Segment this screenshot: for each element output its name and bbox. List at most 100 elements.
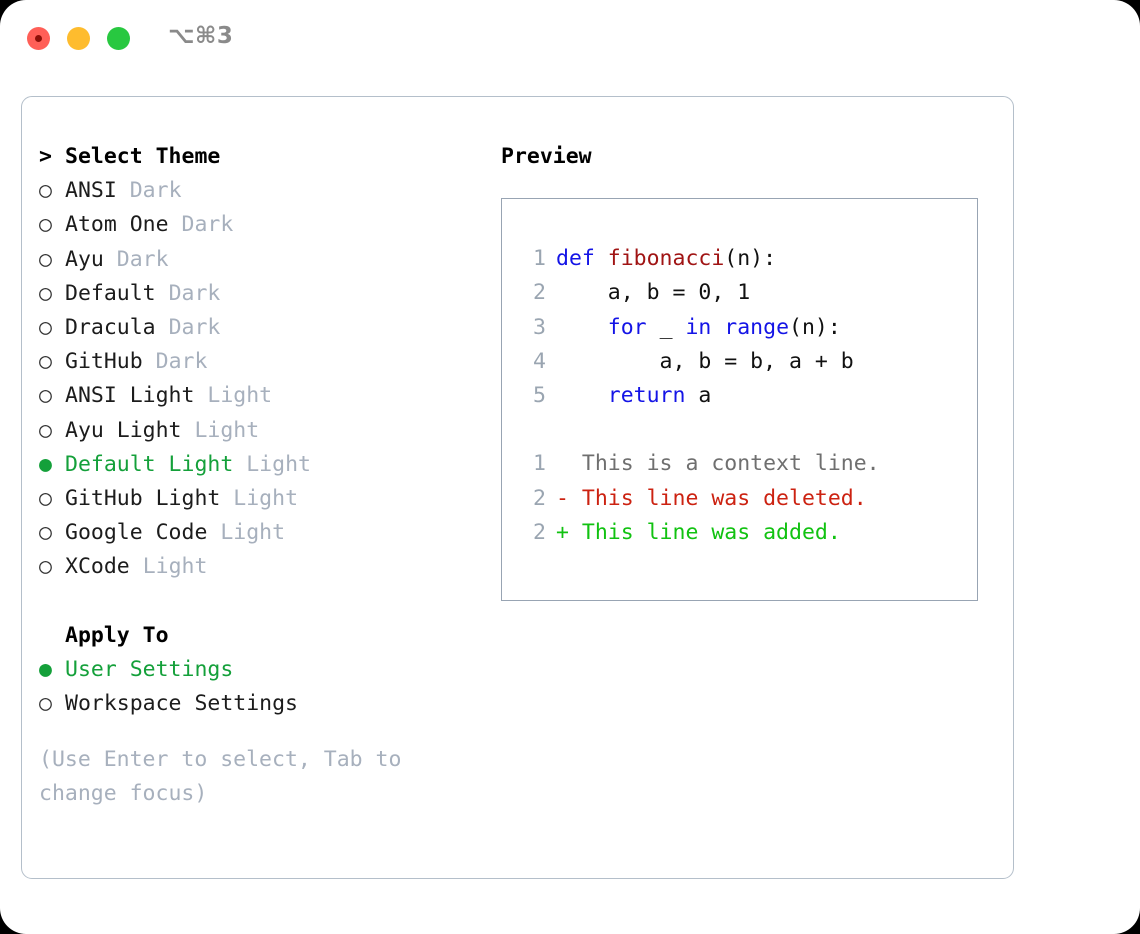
line-number: 2 [533,280,546,306]
title-bar: ⌥⌘3 [0,0,1140,78]
apply-to-item[interactable]: ○ Workspace Settings [39,687,499,721]
apply-to-header: Apply To [39,619,499,653]
radio-unselected-icon: ○ [39,280,52,306]
radio-selected-icon: ● [39,451,52,477]
line-number: 3 [533,314,546,340]
theme-name-label: Default [65,280,156,306]
radio-unselected-icon: ○ [39,246,52,272]
theme-variant-label: Light [220,520,286,546]
diff-text: This line was added. [568,519,841,545]
line-number: 2 [533,485,546,511]
code-token: _ [659,314,686,340]
radio-selected-icon: ● [39,656,52,682]
code-line: 5 return a [520,379,977,413]
apply-to-list: ● User Settings ○ Workspace Settings [39,653,499,721]
theme-name-label: Ayu Light [65,417,182,443]
theme-list-item[interactable]: ○Atom One Dark [39,208,499,242]
code-token: def [556,246,608,272]
code-token: range [724,314,790,340]
line-number: 2 [533,519,546,545]
theme-variant-label: Dark [155,349,208,375]
apply-to-label: User Settings [65,656,234,682]
theme-name-label: Dracula [65,314,156,340]
theme-list-item[interactable]: ○Ayu Dark [39,243,499,277]
radio-unselected-icon: ○ [39,212,52,238]
theme-list-item[interactable]: ○Google Code Light [39,516,499,550]
theme-name-label: Default Light [65,451,234,477]
minimize-window-button[interactable] [67,27,90,50]
prompt-caret-icon: > [39,144,52,169]
theme-list-item[interactable]: ○ Dracula Dark [39,311,499,345]
theme-name-label: Ayu [65,246,104,272]
radio-unselected-icon: ○ [39,383,52,409]
theme-variant-label: Dark [181,212,234,238]
code-token: a, b = 0, 1 [556,280,751,306]
theme-variant-label: Dark [129,178,182,204]
theme-list-item[interactable]: ○ XCode Light [39,550,499,584]
code-token: return [556,382,699,408]
theme-list-item[interactable]: ○ ANSI Dark [39,174,499,208]
code-diff-gap [520,413,977,447]
theme-list-item[interactable]: ○ANSI Light Light [39,379,499,413]
diff-line: 1 This is a context line. [520,447,977,481]
line-number: 1 [533,451,546,477]
section-spacer [39,584,499,618]
radio-unselected-icon: ○ [39,520,52,546]
radio-unselected-icon: ○ [39,417,52,443]
apply-to-label: Workspace Settings [65,691,298,716]
diff-line: 2- This line was deleted. [520,482,977,516]
theme-variant-label: Light [194,417,260,443]
diff-sign: + [556,519,569,545]
radio-unselected-icon: ○ [39,691,52,716]
radio-unselected-icon: ○ [39,178,52,204]
code-token: a [698,382,712,408]
radio-unselected-icon: ○ [39,485,52,511]
code-line: 3 for _ in range(n): [520,311,977,345]
theme-variant-label: Light [246,451,311,477]
theme-list-item[interactable]: ○ GitHub Dark [39,345,499,379]
diff-line: 2 + This line was added. [520,516,977,550]
radio-unselected-icon: ○ [39,314,52,340]
main-panel: >Select Theme ○ANSI Dark○Atom One Dark○A… [21,96,1014,879]
theme-variant-label: Light [233,485,299,511]
code-token: fibonacci [607,246,725,272]
theme-list-item[interactable]: ○ GitHub Light Light [39,482,499,516]
theme-variant-label: Dark [168,280,221,306]
diff-sign [556,451,569,476]
line-number: 4 [533,348,546,374]
line-number: 1 [533,246,546,272]
keyboard-hint-text: (Use Enter to select, Tab to change focu… [39,747,402,807]
code-token: for [556,314,660,340]
theme-variant-label: Light [142,554,208,580]
radio-unselected-icon: ○ [39,349,52,375]
theme-variant-label: Dark [168,314,221,340]
theme-name-label: XCode [65,554,130,580]
code-token: (n): [724,246,777,272]
diff-text: This line was deleted. [568,485,867,511]
radio-unselected-icon: ○ [39,554,52,580]
apply-to-item[interactable]: ● User Settings [39,653,499,687]
theme-name-label: GitHub [65,349,143,375]
code-token: a, b = b, a + b [556,348,854,374]
theme-name-label: GitHub Light [65,485,221,511]
theme-selector-column: >Select Theme ○ANSI Dark○Atom One Dark○A… [39,140,499,812]
close-window-button[interactable] [27,27,50,50]
theme-name-label: ANSI [65,178,117,204]
theme-list-item[interactable]: ○ Ayu Light Light [39,414,499,448]
diff-text: This is a context line. [568,451,880,477]
theme-list-item[interactable]: ○ Default Dark [39,277,499,311]
preview-title: Preview [501,144,592,169]
keyboard-shortcut-label: ⌥⌘3 [168,23,234,49]
code-token: in [685,314,725,340]
diff-sample: 1 This is a context line.2- This line wa… [520,447,977,550]
maximize-window-button[interactable] [107,27,130,50]
theme-list-item[interactable]: ● Default Light Light [39,448,499,482]
code-line: 4 a, b = b, a + b [520,345,977,379]
apply-to-header-label: Apply To [65,622,169,648]
theme-list: ○ANSI Dark○Atom One Dark○Ayu Dark○Defaul… [39,174,499,584]
theme-name-label: ANSI Light [65,383,195,409]
code-token: (n): [789,314,841,340]
